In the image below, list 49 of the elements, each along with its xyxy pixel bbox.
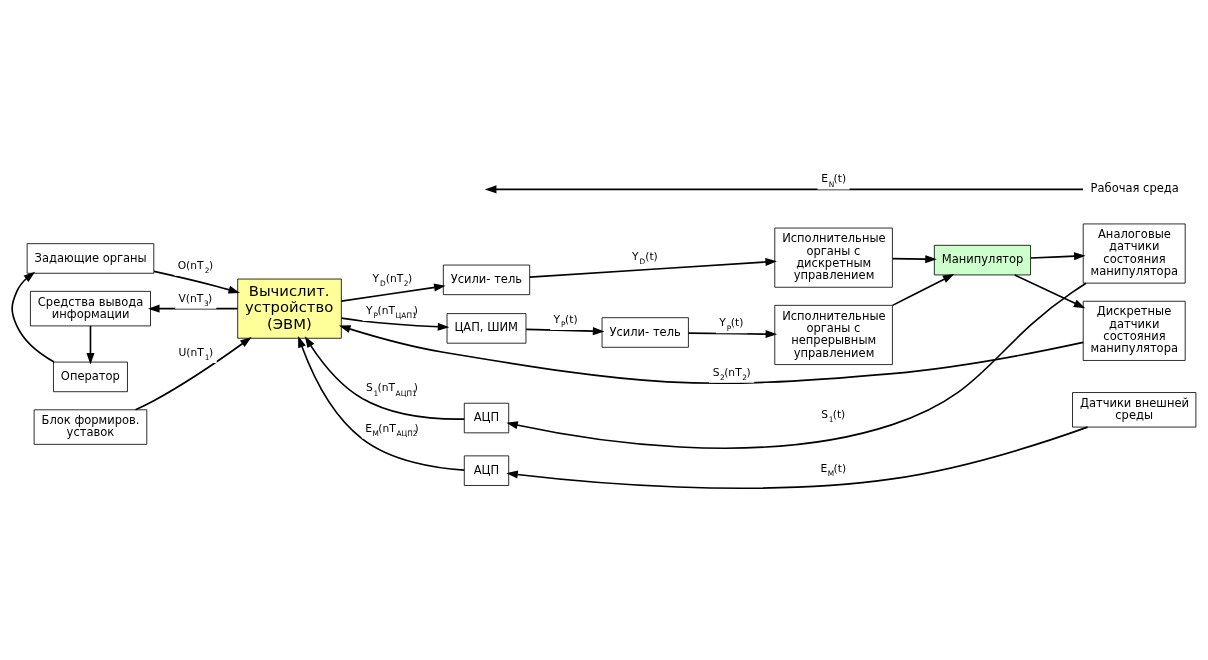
edge-label: Y$_{D}$(nT$_{2}$) [372,271,413,289]
edge-label: Y$_{P}$(t) [719,316,744,333]
edge-label: S$_{1}$(t) [821,407,846,425]
edge-label: Y$_{P}$(t) [553,312,578,330]
edge-label: O(nT$_{2}$) [177,258,214,276]
node-box: АЦП [463,455,510,486]
arrow [340,317,450,331]
arrow [484,185,1084,194]
arrow [298,335,465,471]
arrow [134,336,252,411]
arrow [304,336,465,420]
node-box: Усили- тель [601,317,689,348]
node-box: Оператор [53,361,128,393]
node-box: Дискретные датчики состояния манипулятора [1082,300,1186,361]
arrow [528,257,777,278]
node-text: Рабочая среда [1090,181,1179,196]
edge-label: E$_{M}$(t) [820,461,847,479]
edge-label: E$_{M}$(nT$_{АЦП2}$) [365,421,419,439]
edge-label: Y$_{P}$(nT$_{ЦАП1}$) [366,303,418,321]
node-box: Манипулятор [933,244,1031,276]
node-box: Блок формиров. уставок [33,409,148,445]
arrow [891,255,937,264]
node-box: Усили- тель [442,264,531,296]
node-box: Аналоговые датчики состояния манипулятора [1082,223,1186,284]
arrow [1029,252,1086,261]
arrow [687,330,778,339]
node-box: Средства вывода информации [30,290,151,327]
edge-label: V(nT$_{3}$) [178,291,213,309]
arrow [86,325,95,365]
arrow [153,270,240,294]
edge-label: S$_{1}$(nT$_{АЦП1}$) [366,381,418,398]
edge-label: Y$_{D}$(t) [632,249,658,267]
edge-label: U(nT$_{1}$) [178,345,214,363]
node-box: Исполнительные органы с непрерывным управлением [774,304,893,365]
node-box: Датчики внешней среды [1072,392,1197,428]
arrow [340,283,446,302]
arrow [525,327,605,336]
node-box: АЦП [463,402,510,434]
node-box: Исполнительные органы с дискретным управлением [774,227,893,288]
node-box: ЦАП, ШИМ [446,313,527,344]
edge-label: S$_{2}$(nT$_{2}$) [712,365,751,383]
edge-label: E$_{N}$(t) [821,172,847,189]
arrow [11,271,55,363]
arrow [891,274,955,307]
node-box: Задающие органы [26,243,155,274]
arrow [506,426,1089,490]
arrow [1013,274,1086,309]
node-box: Вычислит. устройство (ЭВМ) [237,278,342,339]
arrow [506,282,1087,449]
